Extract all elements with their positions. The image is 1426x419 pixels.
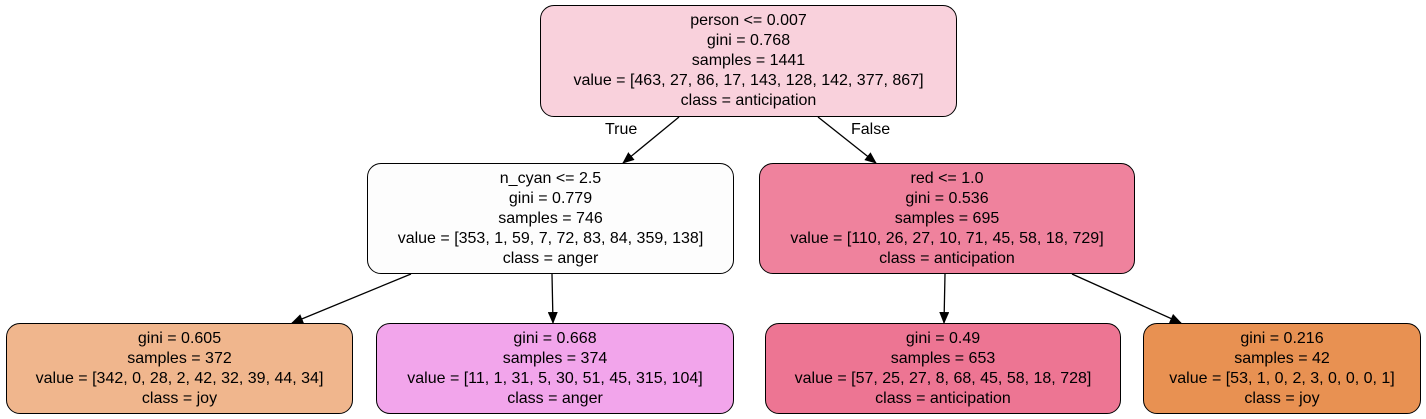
tree-leaf-2: gini = 0.668 samples = 374 value = [11, … xyxy=(376,323,734,414)
node-samples: samples = 42 xyxy=(1234,349,1330,367)
node-samples: samples = 653 xyxy=(890,349,996,367)
edge-label-false: False xyxy=(851,121,891,138)
node-class: class = joy xyxy=(141,389,218,407)
edge-root-to-right xyxy=(817,116,877,164)
node-value: value = [53, 1, 0, 2, 3, 0, 0, 0, 1] xyxy=(1169,369,1395,387)
node-gini: gini = 0.779 xyxy=(508,189,593,207)
tree-node-root: person <= 0.007 gini = 0.768 samples = 1… xyxy=(540,5,957,117)
node-class: class = anger xyxy=(502,249,599,267)
node-gini: gini = 0.605 xyxy=(137,329,222,347)
node-class: class = anticipation xyxy=(875,389,1011,407)
node-gini: gini = 0.216 xyxy=(1240,329,1324,347)
node-samples: samples = 372 xyxy=(127,349,232,367)
edge-left-to-leaf2 xyxy=(547,273,558,324)
edge-left-to-leaf1 xyxy=(291,273,412,324)
node-gini: gini = 0.49 xyxy=(905,329,981,347)
node-class: class = joy xyxy=(1244,389,1320,407)
node-value: value = [342, 0, 28, 2, 42, 32, 39, 44, … xyxy=(35,369,324,387)
node-class: class = anticipation xyxy=(680,92,817,109)
node-samples: samples = 374 xyxy=(502,349,608,367)
node-value: value = [353, 1, 59, 7, 72, 83, 84, 359,… xyxy=(397,229,704,247)
node-split-condition: n_cyan <= 2.5 xyxy=(499,169,602,187)
tree-leaf-4: gini = 0.216 samples = 42 value = [53, 1… xyxy=(1143,323,1421,414)
tree-node-left: n_cyan <= 2.5 gini = 0.779 samples = 746… xyxy=(367,163,734,274)
edge-right-to-leaf4 xyxy=(1071,273,1182,324)
edge-label-true: True xyxy=(605,121,638,138)
node-samples: samples = 695 xyxy=(894,209,1000,227)
node-class: class = anticipation xyxy=(879,249,1015,267)
edge-root-to-left xyxy=(622,116,680,164)
node-value: value = [463, 27, 86, 17, 143, 128, 142,… xyxy=(573,72,924,89)
node-gini: gini = 0.536 xyxy=(905,189,989,207)
node-value: value = [57, 25, 27, 8, 68, 45, 58, 18, … xyxy=(794,369,1092,387)
tree-leaf-3: gini = 0.49 samples = 653 value = [57, 2… xyxy=(765,323,1121,414)
node-split-condition: person <= 0.007 xyxy=(690,12,807,29)
node-gini: gini = 0.668 xyxy=(513,329,597,347)
node-value: value = [110, 26, 27, 10, 71, 45, 58, 18… xyxy=(790,229,1104,247)
node-samples: samples = 1441 xyxy=(691,52,806,69)
node-split-condition: red <= 1.0 xyxy=(910,169,984,187)
node-value: value = [11, 1, 31, 5, 30, 51, 45, 315, … xyxy=(407,369,703,387)
edge-right-to-leaf3 xyxy=(939,273,950,324)
tree-leaf-1: gini = 0.605 samples = 372 value = [342,… xyxy=(6,323,353,414)
node-gini: gini = 0.768 xyxy=(706,32,791,49)
tree-node-right: red <= 1.0 gini = 0.536 samples = 695 va… xyxy=(759,163,1135,274)
node-samples: samples = 746 xyxy=(498,209,603,227)
node-class: class = anger xyxy=(507,389,603,407)
